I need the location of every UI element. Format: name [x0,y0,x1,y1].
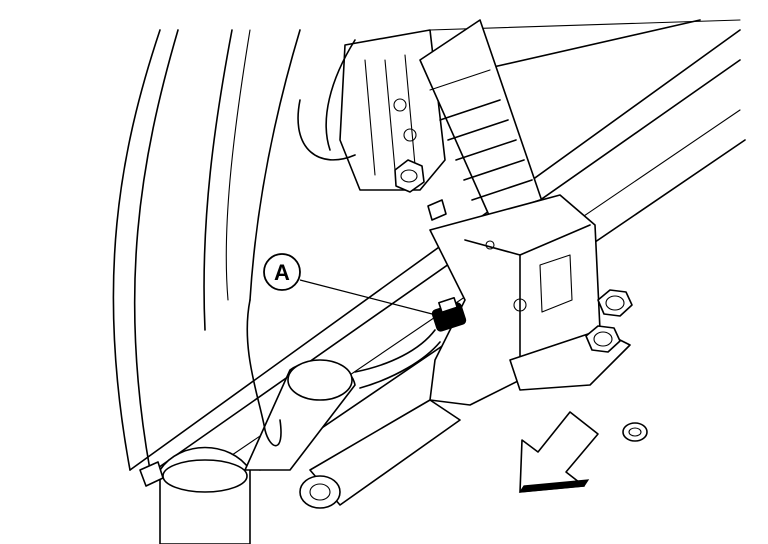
cross-tube [299,399,461,509]
callout-a-label: A [274,260,290,285]
wire-harness [354,329,441,389]
base-bolt-upper [597,289,633,317]
column-bracket [297,29,446,191]
grommet-hole [622,422,648,442]
left-body-panel [112,29,301,471]
connector [431,296,467,332]
direction-arrow-icon [518,411,599,493]
callout-leader-line [299,279,441,317]
harness-clip-left [139,461,164,487]
callout-a: A [263,253,301,291]
base-bolt-lower [585,325,621,353]
harness-clip-upper [427,199,447,221]
bracket-bolt [394,159,425,193]
lower-duct-pipe [159,299,356,544]
